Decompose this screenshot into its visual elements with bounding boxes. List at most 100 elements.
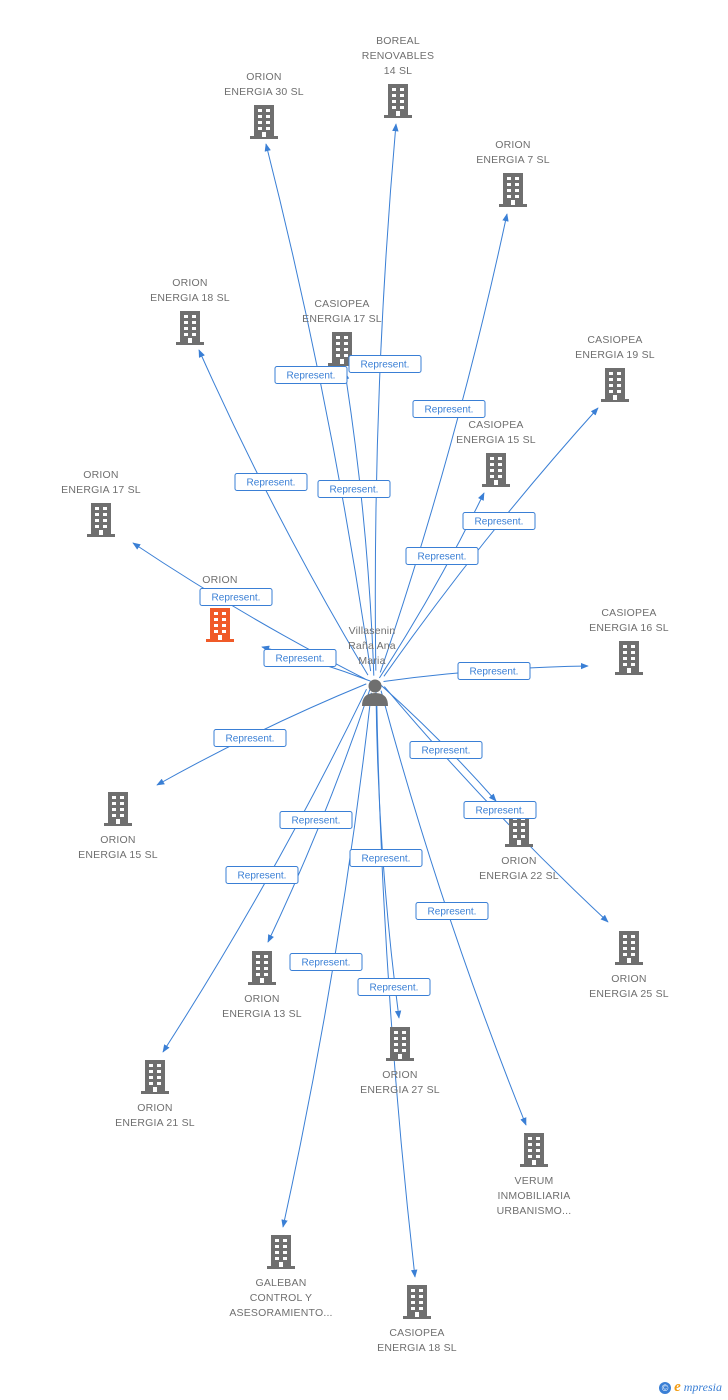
edge-label-orion-17[interactable]: Represent. bbox=[199, 588, 273, 606]
edge-label-box bbox=[234, 473, 308, 491]
edge-label-orion-15[interactable]: Represent. bbox=[213, 729, 287, 747]
edge-label-orion-30[interactable]: Represent. bbox=[274, 366, 348, 384]
building-icon bbox=[520, 1133, 548, 1167]
edge-label-box bbox=[357, 978, 431, 996]
edge-label-box bbox=[405, 547, 479, 565]
building-icon bbox=[250, 105, 278, 139]
edge-orion-30 bbox=[264, 143, 372, 672]
edge-label-casiopea-16[interactable]: Represent. bbox=[457, 662, 531, 680]
node-orion-27[interactable]: ORION ENERGIA 27 SL bbox=[360, 1027, 440, 1096]
node-label-line: CONTROL Y bbox=[250, 1292, 312, 1304]
edge-label-orion-18[interactable]: Represent. bbox=[234, 473, 308, 491]
node-label-line: ORION bbox=[495, 139, 530, 151]
edge-label-orion-21[interactable]: Represent. bbox=[225, 866, 299, 884]
edge-label-box bbox=[348, 355, 422, 373]
copyright-icon: © bbox=[659, 1381, 672, 1394]
edge-label-text: Represent. bbox=[475, 517, 524, 528]
building-icon bbox=[87, 503, 115, 537]
edge-casiopea-17 bbox=[342, 371, 375, 676]
building-icon bbox=[615, 931, 643, 965]
building-icon bbox=[601, 368, 629, 402]
edge-label-text: Represent. bbox=[361, 360, 410, 371]
edge-orion-7 bbox=[379, 213, 509, 673]
node-label-line: CASIOPEA bbox=[587, 334, 642, 346]
edge-label-box bbox=[415, 902, 489, 920]
node-label-line: ORION bbox=[382, 1069, 417, 1081]
node-label-line: ENERGIA 16 SL bbox=[589, 622, 669, 634]
edge-label-casiopea-17[interactable]: Represent. bbox=[317, 480, 391, 498]
edge-label-box bbox=[409, 741, 483, 759]
edge-label-galeban[interactable]: Represent. bbox=[289, 953, 363, 971]
building-icon bbox=[384, 84, 412, 118]
edge-label-verum[interactable]: Represent. bbox=[415, 902, 489, 920]
node-casiopea-16[interactable]: CASIOPEA ENERGIA 16 SL bbox=[589, 607, 669, 675]
node-label-line: CASIOPEA bbox=[314, 298, 369, 310]
edge-label-text: Represent. bbox=[476, 806, 525, 817]
node-orion-17[interactable]: ORION ENERGIA 17 SL bbox=[61, 469, 141, 537]
edge-label-boreal-14[interactable]: Represent. bbox=[348, 355, 422, 373]
edge-label-text: Represent. bbox=[247, 478, 296, 489]
node-label-line: ORION bbox=[83, 469, 118, 481]
node-casiopea-18[interactable]: CASIOPEA ENERGIA 18 SL bbox=[377, 1285, 457, 1354]
edge-label-orion-27[interactable]: Represent. bbox=[349, 849, 423, 867]
edge-boreal-14 bbox=[374, 123, 399, 671]
node-label-line: CASIOPEA bbox=[601, 607, 656, 619]
node-label-line: CASIOPEA bbox=[389, 1327, 444, 1339]
edge-label-casiopea-19[interactable]: Represent. bbox=[462, 512, 536, 530]
edge-label-orion-25[interactable]: Represent. bbox=[463, 801, 537, 819]
building-icon bbox=[267, 1235, 295, 1269]
edge-label-text: Represent. bbox=[302, 958, 351, 969]
node-label-line: ENERGIA 22 SL bbox=[479, 870, 559, 882]
edge-label-orion-7[interactable]: Represent. bbox=[412, 400, 486, 418]
node-label-line: ENERGIA 27 SL bbox=[360, 1084, 440, 1096]
edge-label-casiopea-15[interactable]: Represent. bbox=[405, 547, 479, 565]
node-label-line: ENERGIA 17 SL bbox=[61, 484, 141, 496]
center-label-line: Villasenin bbox=[349, 625, 396, 637]
node-label-line: ENERGIA 18 SL bbox=[377, 1342, 457, 1354]
node-verum[interactable]: VERUMINMOBILIARIAURBANISMO... bbox=[497, 1133, 572, 1217]
edge-label-orion-highlight[interactable]: Represent. bbox=[263, 649, 337, 667]
edge-label-text: Represent. bbox=[287, 371, 336, 382]
edge-label-box bbox=[289, 953, 363, 971]
edge-label-orion-13[interactable]: Represent. bbox=[279, 811, 353, 829]
building-icon bbox=[403, 1285, 431, 1319]
brand-initial: e bbox=[674, 1379, 681, 1395]
building-icon bbox=[499, 173, 527, 207]
edge-label-text: Represent. bbox=[422, 746, 471, 757]
center-label-line: Maria bbox=[358, 655, 385, 667]
edge-label-box bbox=[462, 512, 536, 530]
edge-label-casiopea-18[interactable]: Represent. bbox=[357, 978, 431, 996]
node-label-line: ENERGIA 30 SL bbox=[224, 86, 304, 98]
node-label-line: INMOBILIARIA bbox=[498, 1190, 571, 1202]
edge-label-box bbox=[274, 366, 348, 384]
edge-label-box bbox=[225, 866, 299, 884]
edge-label-text: Represent. bbox=[276, 654, 325, 665]
building-icon bbox=[206, 608, 234, 642]
edge-label-box bbox=[199, 588, 273, 606]
edge-label-box bbox=[213, 729, 287, 747]
building-icon bbox=[104, 792, 132, 826]
edge-casiopea-19 bbox=[383, 407, 599, 677]
edge-orion-18 bbox=[198, 349, 369, 676]
building-icon bbox=[248, 951, 276, 985]
edge-labels: Represent. Represent. Represent. Represent.… bbox=[199, 355, 537, 996]
edge-label-orion-22[interactable]: Represent. bbox=[409, 741, 483, 759]
